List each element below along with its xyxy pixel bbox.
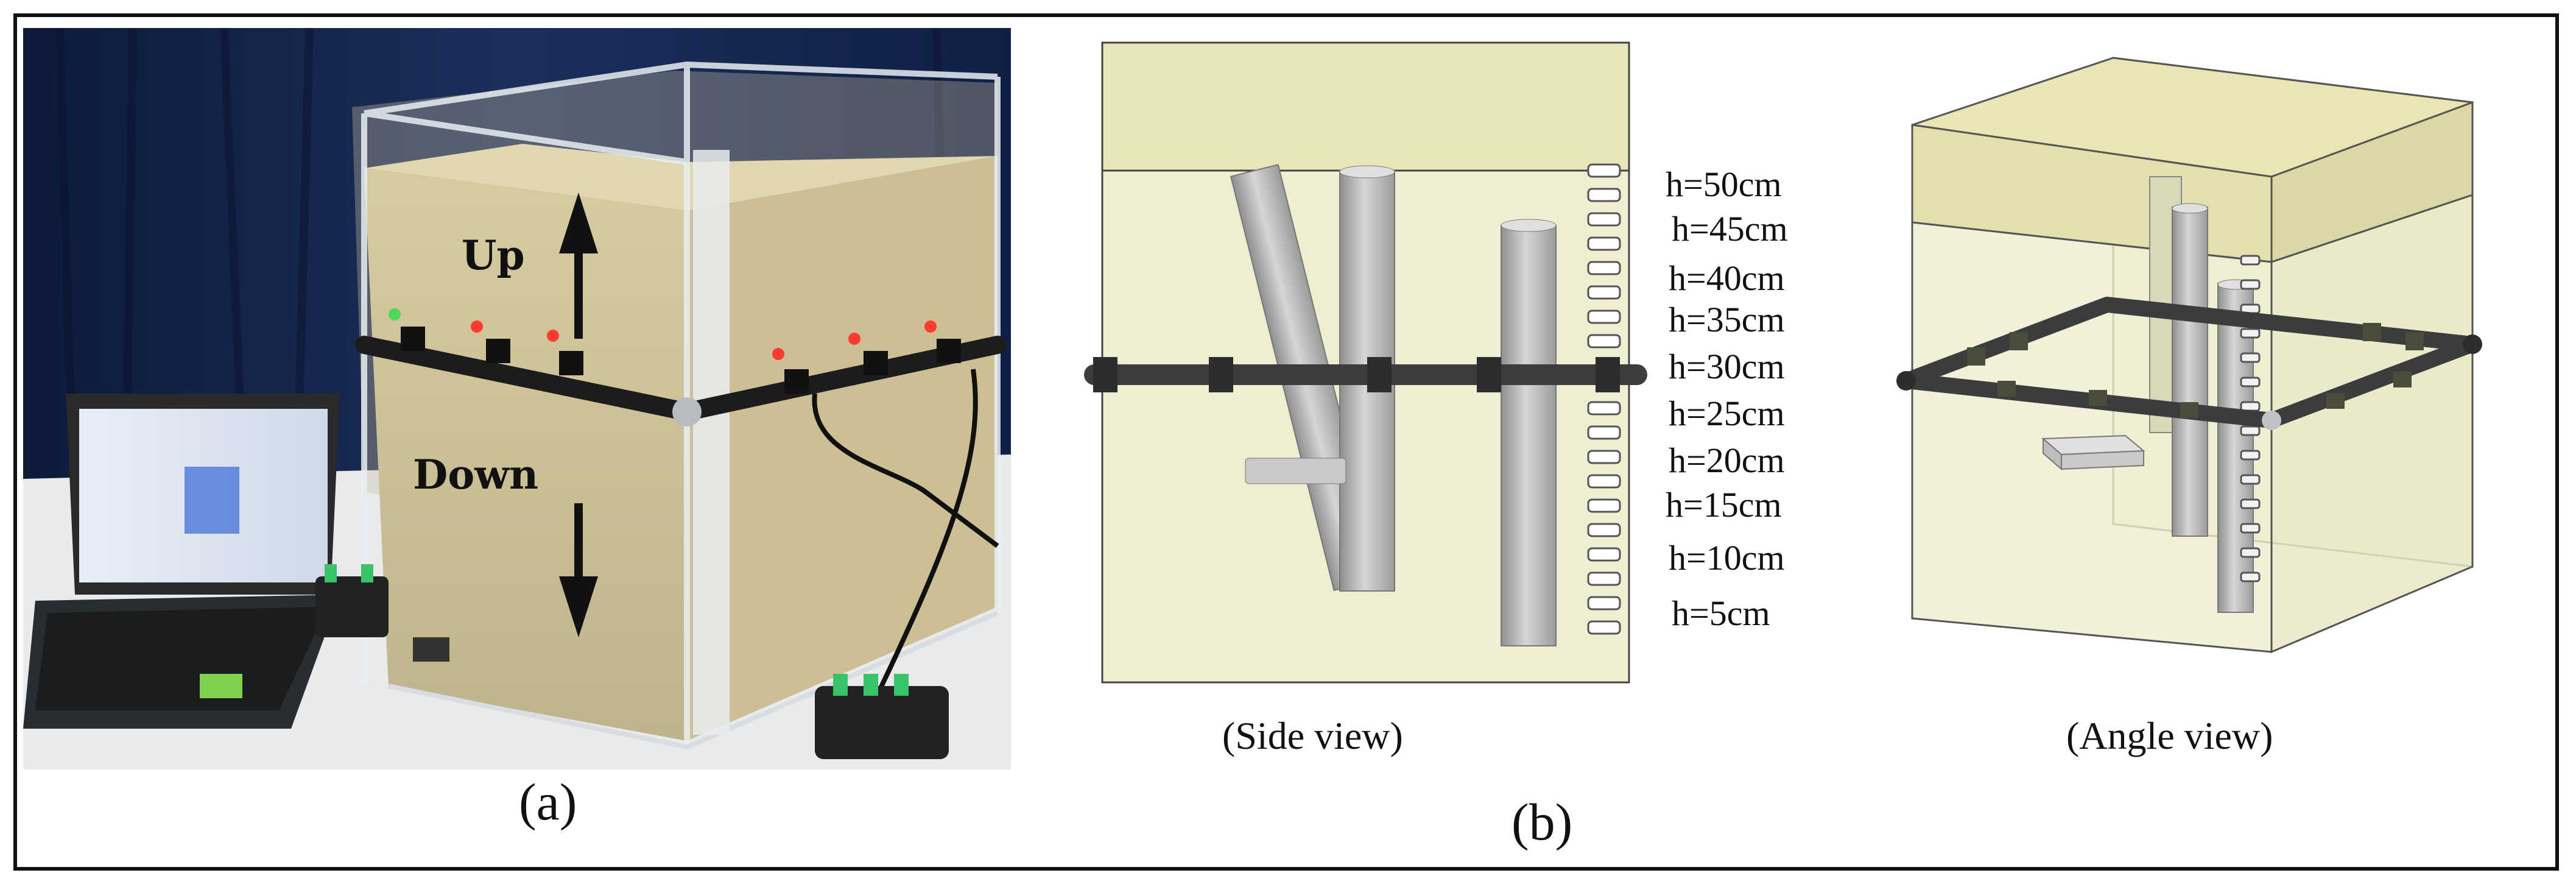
height-label-45: h=45cm: [1672, 209, 1788, 249]
up-text: Up: [462, 232, 525, 279]
height-label-50: h=50cm: [1666, 164, 1782, 204]
side-view: [1084, 41, 1647, 684]
side-top-band: [1101, 41, 1630, 172]
sensor-tabs: [1587, 163, 1621, 635]
up-arrow: [559, 193, 598, 339]
vertical-rod-2: [1501, 225, 1557, 646]
angle-view: [1896, 57, 2482, 654]
angle-rod-1: [2172, 207, 2208, 537]
panel-a-label: (a): [519, 773, 577, 831]
down-text: Down: [413, 451, 539, 498]
height-label-5: h=5cm: [1672, 593, 1770, 633]
side-block: [1245, 458, 1346, 484]
height-label-25: h=25cm: [1669, 394, 1785, 433]
side-view-caption: (Side view): [1222, 714, 1403, 757]
data-loggers: [315, 564, 949, 759]
ruler-strip: [693, 150, 730, 735]
photo-scene: [23, 27, 1011, 769]
side-pipe: [1084, 364, 1647, 385]
angle-view-caption: (Angle view): [2066, 714, 2273, 757]
experiment-photo: Up Down: [23, 27, 1011, 769]
laptop: [23, 394, 340, 729]
height-label-40: h=40cm: [1669, 258, 1785, 298]
sand-left-face: [364, 168, 687, 741]
height-label-10: h=10cm: [1669, 538, 1785, 578]
height-label-15: h=15cm: [1666, 485, 1782, 525]
down-arrow: [559, 503, 598, 637]
figure-frame: [13, 13, 2559, 871]
height-label-20: h=20cm: [1669, 440, 1785, 480]
sensors: [389, 308, 961, 394]
height-label-35: h=35cm: [1669, 300, 1785, 339]
panel-b-label: (b): [1511, 793, 1573, 851]
height-label-30: h=30cm: [1669, 347, 1785, 386]
